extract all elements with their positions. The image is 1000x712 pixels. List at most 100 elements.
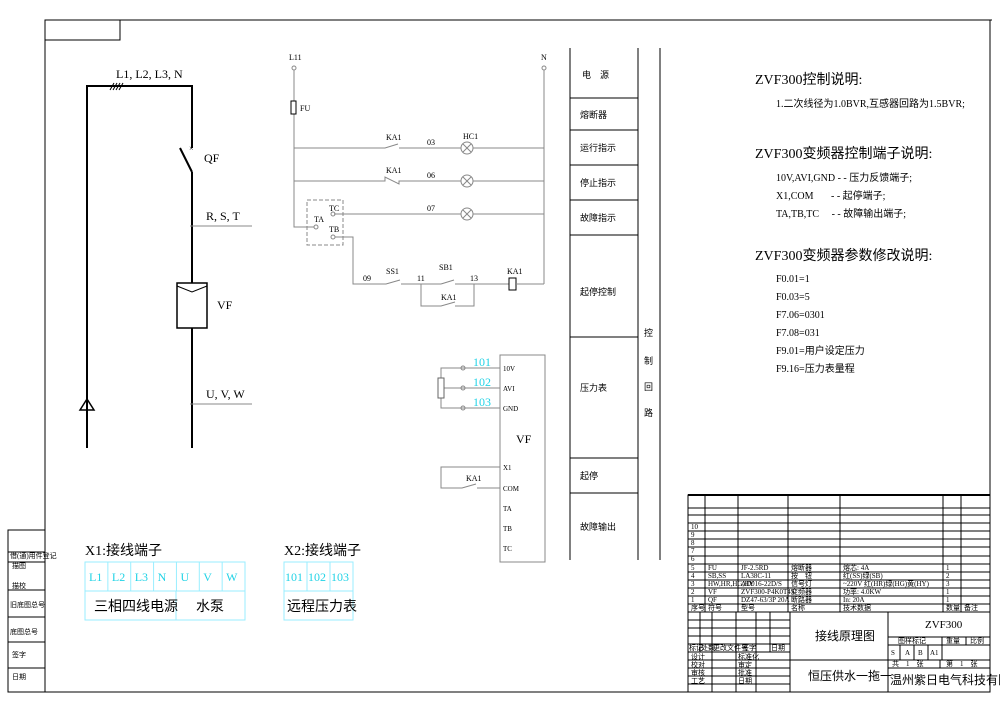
terminal-title: X1:接线端子 — [85, 542, 162, 559]
terminal-cell: L3 — [135, 570, 148, 584]
revision-header: 处数 — [701, 643, 715, 652]
revision-header: 签字 — [742, 643, 756, 652]
notes-line: 1.二次线径为1.0BVR,互感器回路为1.5BVR; — [776, 97, 965, 110]
function-label: 起停控制 — [580, 286, 616, 297]
terminal-label: TB — [503, 525, 512, 533]
signoff-label: 日期 — [738, 677, 752, 685]
stamp-label: 描校 — [12, 581, 26, 590]
param-line: F7.08=031 — [776, 328, 820, 339]
notes-heading: ZVF300变频器参数修改说明: — [755, 247, 932, 264]
mark-value: S — [891, 649, 895, 657]
terminal-cell: 102 — [308, 570, 326, 584]
wire-label: 06 — [427, 171, 435, 180]
parts-cell-no: 2 — [691, 588, 695, 596]
wire-number: 101 — [473, 355, 491, 369]
group-label: 路 — [644, 407, 653, 418]
inverter-icon — [176, 282, 208, 329]
param-line: F0.01=1 — [776, 274, 810, 285]
mark-label: 图样标记 — [898, 636, 926, 645]
function-label: 故障输出 — [580, 521, 616, 532]
parts-cell-qty: 2 — [946, 572, 950, 580]
row-number: 9 — [691, 531, 695, 539]
parts-cell-tech: 功率: 4.0KW — [843, 587, 881, 596]
potentiometer-icon — [437, 377, 445, 399]
stamp-label: 签字 — [12, 650, 26, 659]
revision-header: 标记 — [689, 643, 703, 652]
project-name: 恒压供水一拖一 — [808, 669, 892, 683]
notes-heading: ZVF300控制说明: — [755, 72, 862, 88]
parts-header: 名称 — [791, 603, 805, 612]
ground-arrow-icon — [78, 397, 96, 411]
group-label: 控 — [644, 327, 653, 338]
parts-header: 数量 — [946, 603, 960, 612]
breaker-switch-icon — [179, 147, 193, 173]
coil-label: KA1 — [507, 267, 523, 276]
neutral-label: N — [541, 53, 547, 62]
drawing-name: 接线原理图 — [815, 628, 875, 643]
relay-contact-label: KA1 — [386, 166, 402, 175]
parts-cell-qty: 1 — [946, 596, 950, 604]
parts-cell-no: 3 — [691, 580, 695, 588]
function-label: 停止指示 — [580, 177, 616, 188]
relay-coil-icon — [508, 277, 517, 291]
terminal-label: GND — [503, 405, 518, 413]
terminal-label: TA — [314, 215, 324, 224]
terminal-cell: 103 — [331, 570, 349, 584]
inverter-control-block: VF 10V AVI GND X1 COM TA TB TC 101 102 1… — [437, 354, 546, 563]
terminal-group-label: 三相四线电源 — [94, 599, 178, 615]
notes-heading: ZVF300变频器控制端子说明: — [755, 146, 932, 162]
row-number: 8 — [691, 539, 695, 547]
parts-cell-sym: QF — [708, 596, 717, 604]
stamp-label: 日期 — [12, 673, 26, 681]
company-name: 温州紫日电气科技有限公司 — [890, 672, 1000, 687]
terminal-group-label: 远程压力表 — [287, 599, 357, 615]
notes-line: X1,COM - - 起停端子; — [776, 189, 886, 202]
mark-value: A — [905, 649, 910, 657]
function-label: 电 源 — [582, 69, 609, 80]
wire-label: 03 — [427, 138, 435, 147]
parts-cell-qty: 1 — [946, 564, 950, 572]
parts-cell-sym: HW,HR,HG,HY — [708, 580, 754, 588]
scale-label: 比例 — [970, 636, 984, 645]
terminal-label: X1 — [503, 464, 512, 472]
parts-cell-model: LA38C-11 — [741, 572, 772, 580]
inverter-label: VF — [217, 298, 233, 312]
parts-cell-name: 按 钮 — [791, 571, 812, 580]
wire-number: 103 — [473, 395, 491, 409]
drawing-frame — [44, 19, 991, 693]
fuse-label: FU — [300, 104, 310, 113]
parts-cell-sym: SB,SS — [708, 572, 726, 580]
parts-cell-no: 4 — [691, 572, 695, 580]
group-label: 制 — [644, 355, 653, 366]
terminal-cell: 101 — [285, 570, 303, 584]
terminal-cell: L2 — [112, 570, 125, 584]
signoff-label: 校对 — [691, 660, 705, 669]
control-circuit: L11 N FU KA1 03 HC1 KA1 06 07 TA T — [289, 53, 547, 307]
signoff-label: 批准 — [738, 668, 752, 677]
relay-contact-label: KA1 — [386, 133, 402, 142]
relay-contact-label: KA1 — [441, 293, 457, 302]
drawing-model: ZVF300 — [925, 619, 963, 631]
parts-cell-qty: 1 — [946, 588, 950, 596]
parts-header: 符号 — [708, 603, 722, 612]
param-line: F9.01=用户设定压力 — [776, 344, 865, 357]
parts-header: 备注 — [964, 603, 978, 612]
parts-cell-sym: FU — [708, 564, 717, 572]
svg-text:×: × — [189, 144, 194, 153]
line-label: L11 — [289, 53, 302, 62]
weight-label: 重量 — [946, 637, 960, 645]
function-label: 熔断器 — [580, 109, 607, 120]
parts-cell-qty: 3 — [946, 580, 950, 588]
single-line-diagram: L1, L2, L3, N × QF R, S, T VF U, V, W — [78, 67, 252, 448]
sheet-number: 第 1 张 — [946, 659, 978, 668]
group-label: 回 — [644, 382, 653, 392]
parts-cell-tech: In: 20A — [843, 596, 865, 604]
side-stamp: 借(通)用件登记 描图 描校 旧底图总号 底图总号 签字 日期 — [7, 529, 57, 693]
terminal-label: COM — [503, 485, 520, 493]
relay-contact-label: KA1 — [466, 474, 482, 483]
sheet-count: 共 1 张 — [892, 659, 924, 668]
stamp-label: 借(通)用件登记 — [10, 551, 57, 560]
signoff-label: 标准化 — [738, 652, 759, 661]
button-label: SS1 — [386, 267, 399, 276]
